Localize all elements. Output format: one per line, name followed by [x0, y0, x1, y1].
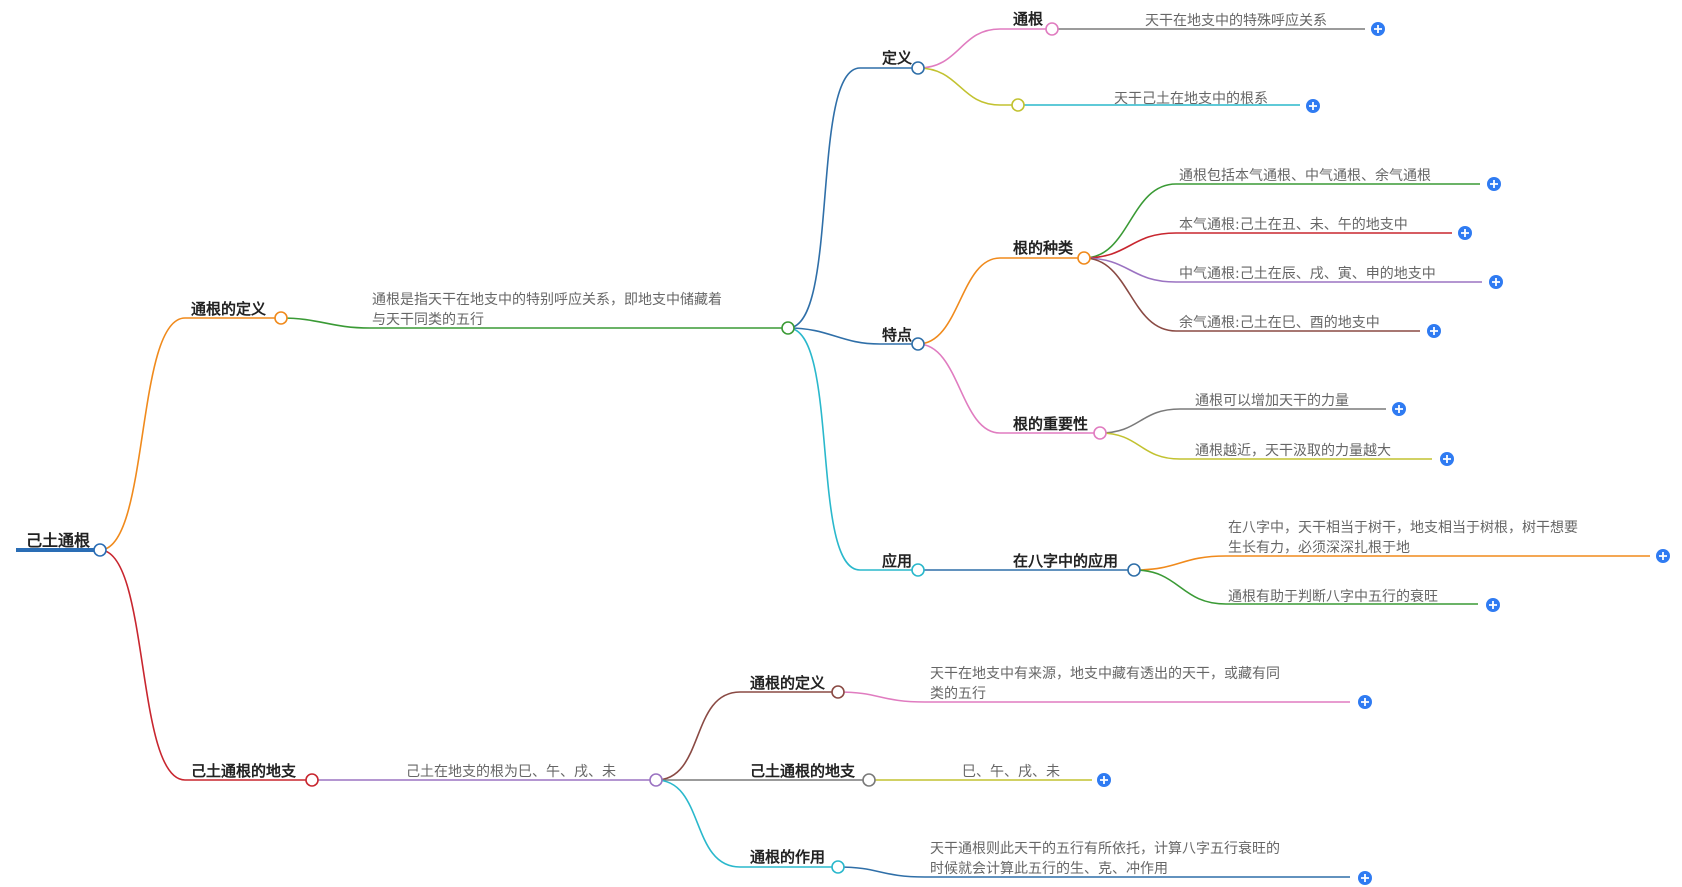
zhonglei-leaf-1[interactable]: 通根包括本气通根、中气通根、余气通根: [1179, 167, 1431, 184]
zhongyao-leaf-1[interactable]: 通根可以增加天干的力量: [1195, 393, 1349, 409]
yingyong-node-dot[interactable]: [911, 563, 925, 577]
definition-desc-dot[interactable]: [781, 321, 795, 335]
bazi-leaf2[interactable]: 通根有助于判断八字中五行的衰旺: [1228, 588, 1438, 605]
expand-plus-icon[interactable]: [1358, 871, 1372, 885]
edge-ddesc-zuoyong: [655, 779, 838, 868]
expand-plus-icon[interactable]: [1487, 177, 1501, 191]
expand-plus-icon[interactable]: [1306, 99, 1320, 113]
tonggen-node-dot[interactable]: [1045, 22, 1059, 36]
definition-desc-line1[interactable]: 通根是指天干在地支中的特别呼应关系，即地支中储藏着: [372, 291, 722, 308]
edge-zuoyong-leaf: [837, 866, 1350, 878]
definition-node-dot[interactable]: [274, 311, 288, 325]
zuoyong-label[interactable]: 通根的作用: [750, 848, 825, 866]
edge-zhongyao-leaf1: [1099, 408, 1386, 434]
zhongyao-label[interactable]: 根的重要性: [1013, 415, 1088, 433]
edge-ddingyi-leaf: [837, 691, 1350, 703]
definition-label[interactable]: 通根的定义: [191, 300, 266, 318]
edge-desc-dingyi: [787, 67, 918, 329]
tonggen-leaf[interactable]: 天干在地支中的特殊呼应关系: [1145, 12, 1327, 29]
dizhi-desc[interactable]: 己土在地支的根为巳、午、戌、未: [406, 764, 616, 780]
expand-plus-icon[interactable]: [1097, 773, 1111, 787]
edge-ddesc-dingyi: [655, 691, 838, 781]
expand-plus-icon[interactable]: [1371, 22, 1385, 36]
expand-plus-icon[interactable]: [1440, 452, 1454, 466]
edge-bazi-leaf2: [1133, 569, 1478, 605]
bazi-label[interactable]: 在八字中的应用: [1013, 552, 1118, 570]
zhonglei-leaf-2[interactable]: 本气通根:己土在丑、未、午的地支中: [1179, 217, 1408, 233]
expand-plus-icon[interactable]: [1392, 402, 1406, 416]
expand-plus-icon[interactable]: [1427, 324, 1441, 338]
zuoyong-node-dot[interactable]: [831, 860, 845, 874]
tedian-label[interactable]: 特点: [882, 326, 912, 344]
zhongyao-node-dot[interactable]: [1093, 426, 1107, 440]
edge-dingyi-tonggen: [917, 28, 1052, 69]
dizhi-desc-dot[interactable]: [649, 773, 663, 787]
dizhi-node-dot[interactable]: [305, 773, 319, 787]
ddingyi-leaf-line1[interactable]: 天干在地支中有来源，地支中藏有透出的天干，或藏有同: [930, 666, 1280, 682]
edge-dingyi-blank: [917, 67, 1018, 106]
ddingyi-node-dot[interactable]: [831, 685, 845, 699]
expand-plus-icon[interactable]: [1486, 598, 1500, 612]
bazi-node-dot[interactable]: [1127, 563, 1141, 577]
dizhi2-leaf[interactable]: 巳、午、戌、未: [962, 764, 1060, 780]
edge-root-dizhi: [99, 549, 312, 781]
edge-zhonglei-leaf3: [1083, 257, 1482, 283]
bazi-leaf1-line2[interactable]: 生长有力，必须深深扎根于地: [1228, 540, 1410, 556]
edge-tedian-zhongyao: [917, 343, 1100, 434]
edge-tedian-zhonglei: [917, 257, 1084, 345]
zhongyao-leaf-2[interactable]: 通根越近，天干汲取的力量越大: [1195, 443, 1391, 459]
zhonglei-node-dot[interactable]: [1077, 251, 1091, 265]
expand-plus-icon[interactable]: [1489, 275, 1503, 289]
ddingyi-label[interactable]: 通根的定义: [750, 674, 825, 692]
dizhi2-node-dot[interactable]: [862, 773, 876, 787]
dingyi-node-dot[interactable]: [911, 61, 925, 75]
zuoyong-leaf-line1[interactable]: 天干通根则此天干的五行有所依托，计算八字五行衰旺的: [930, 840, 1280, 857]
dingyi-leaf2[interactable]: 天干己土在地支中的根系: [1114, 91, 1268, 107]
yingyong-label[interactable]: 应用: [882, 552, 912, 570]
expand-plus-icon[interactable]: [1656, 549, 1670, 563]
dingyi-label[interactable]: 定义: [882, 49, 912, 67]
expand-plus-icon[interactable]: [1358, 695, 1372, 709]
edge-desc-tedian: [787, 327, 918, 345]
zuoyong-leaf-line2[interactable]: 时候就会计算此五行的生、克、冲作用: [930, 861, 1168, 877]
definition-desc-line2[interactable]: 与天干同类的五行: [372, 312, 484, 328]
edge-zhonglei-leaf1: [1083, 183, 1480, 259]
edge-desc-yingyong: [787, 327, 918, 571]
edge-bazi-leaf1: [1133, 555, 1650, 571]
edge-zhongyao-leaf2: [1099, 432, 1432, 460]
dizhi2-label[interactable]: 己土通根的地支: [750, 762, 856, 780]
zhonglei-leaf-4[interactable]: 余气通根:己土在巳、酉的地支中: [1179, 314, 1380, 331]
edge-zhonglei-leaf4: [1083, 257, 1420, 332]
root-label[interactable]: 己土通根: [26, 531, 90, 550]
tedian-node-dot[interactable]: [911, 337, 925, 351]
blank-node-dot[interactable]: [1011, 98, 1025, 112]
tonggen-label[interactable]: 通根: [1013, 10, 1043, 28]
root-node-dot[interactable]: [93, 543, 107, 557]
zhonglei-label[interactable]: 根的种类: [1013, 239, 1074, 257]
edge-zhonglei-leaf2: [1083, 232, 1452, 259]
edge-root-definition: [99, 317, 281, 551]
bazi-leaf1-line1[interactable]: 在八字中，天干相当于树干，地支相当于树根，树干想要: [1228, 520, 1578, 536]
dizhi-label[interactable]: 己土通根的地支: [191, 762, 297, 780]
expand-plus-icon[interactable]: [1458, 226, 1472, 240]
edge-definition-desc: [280, 317, 785, 329]
ddingyi-leaf-line2[interactable]: 类的五行: [930, 686, 986, 702]
zhonglei-leaf-3[interactable]: 中气通根:己土在辰、戌、寅、申的地支中: [1179, 265, 1436, 282]
